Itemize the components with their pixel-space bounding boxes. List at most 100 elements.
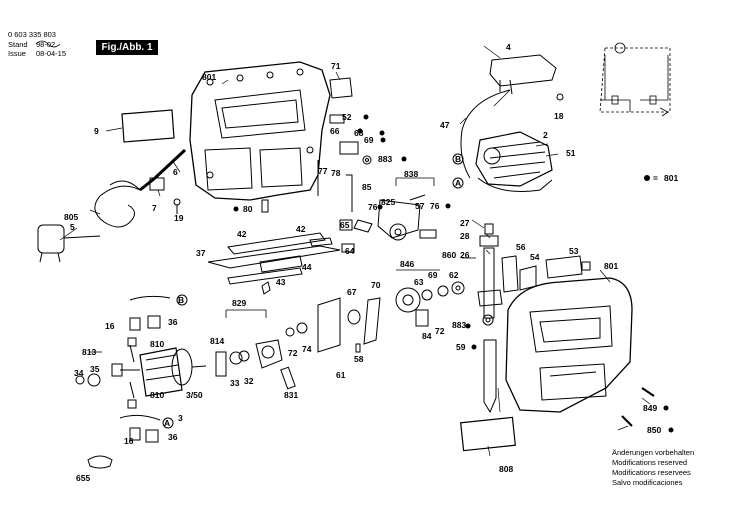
notes-block: Änderungen vorbehalten Modifications res… xyxy=(612,448,694,488)
brush-16-top xyxy=(129,317,141,331)
label-9: 9 xyxy=(94,126,99,136)
label-42b: 42 xyxy=(296,224,306,234)
figure-label: Fig./Abb. 1 xyxy=(96,40,158,55)
clip-655 xyxy=(87,455,113,469)
screw-18 xyxy=(556,93,564,101)
label-32: 32 xyxy=(244,376,254,386)
label-59: 59 xyxy=(456,342,466,352)
label-829: 829 xyxy=(232,298,246,308)
label-47: 47 xyxy=(440,120,450,130)
label-19: 19 xyxy=(174,213,184,223)
label-838: 838 xyxy=(404,169,418,179)
plate-61 xyxy=(317,297,341,353)
note-line: Modifications reservees xyxy=(612,468,691,477)
label-58: 58 xyxy=(354,354,364,364)
label-28: 28 xyxy=(460,231,470,241)
armature-3 xyxy=(111,347,207,397)
part-labels: 4 801 71 52 66 68 69 883 9 6 7 19 805 5 … xyxy=(64,42,678,483)
label-2: 2 xyxy=(543,130,548,140)
label-57: 57 xyxy=(415,201,425,211)
label-655: 655 xyxy=(76,473,90,483)
marker-b-left xyxy=(176,294,188,306)
gear-assembly-846 xyxy=(363,281,465,345)
label-a-left: A xyxy=(164,418,170,428)
part-53 xyxy=(545,255,583,279)
stand-label: Stand xyxy=(8,40,28,49)
cable-clamp xyxy=(149,177,165,191)
label-850: 850 xyxy=(647,425,661,435)
label-5: 5 xyxy=(70,222,75,232)
label-67: 67 xyxy=(347,287,357,297)
pin-58 xyxy=(355,343,361,353)
label-61: 61 xyxy=(336,370,346,380)
label-825: 825 xyxy=(381,197,395,207)
label-37: 37 xyxy=(196,248,206,258)
label-65: 65 xyxy=(340,220,350,230)
plunger-26 xyxy=(477,223,503,326)
label-76b: 76 xyxy=(430,201,440,211)
label-16a: 16 xyxy=(105,321,115,331)
label-85: 85 xyxy=(362,182,372,192)
label-846: 846 xyxy=(400,259,414,269)
label-810b: 810 xyxy=(150,390,164,400)
label-plate-808 xyxy=(460,416,516,452)
label-69b: 69 xyxy=(428,270,438,280)
motor-stator-51 xyxy=(475,131,553,187)
bearing-group-814 xyxy=(215,322,308,377)
label-76a: 76 xyxy=(368,202,378,212)
pin-80 xyxy=(261,199,269,213)
housing-half-left xyxy=(189,61,331,201)
wire-a xyxy=(119,414,161,421)
label-18: 18 xyxy=(554,111,564,121)
motor-wire xyxy=(460,89,511,179)
label-a-top: A xyxy=(455,178,461,188)
label-74: 74 xyxy=(302,344,312,354)
label-16b: 16 xyxy=(124,436,134,446)
label-44: 44 xyxy=(302,262,312,272)
label-66: 66 xyxy=(330,126,340,136)
label-77: 77 xyxy=(318,166,328,176)
label-7: 7 xyxy=(152,203,157,213)
rod-85 xyxy=(346,174,353,212)
label-56: 56 xyxy=(516,242,526,252)
part-64 xyxy=(341,243,355,253)
group-brackets xyxy=(90,177,476,353)
washer-67 xyxy=(347,309,361,325)
wire-b xyxy=(129,295,171,301)
brush-16-bottom xyxy=(129,427,141,441)
legend-part: 801 xyxy=(664,173,678,183)
label-62: 62 xyxy=(449,270,459,280)
label-72b: 72 xyxy=(435,326,445,336)
brush-wire xyxy=(477,177,553,192)
label-808: 808 xyxy=(499,464,513,474)
brush-holder-bottom xyxy=(129,381,135,399)
part-52 xyxy=(329,114,345,124)
label-72a: 72 xyxy=(288,348,298,358)
stand-value: 98-02 xyxy=(36,40,56,49)
saw-blade xyxy=(483,339,497,414)
part-69 xyxy=(339,141,359,155)
housing-half-right xyxy=(505,277,633,413)
base-plate-37 xyxy=(207,232,341,295)
label-42a: 42 xyxy=(237,229,247,239)
marker-a-left xyxy=(162,417,174,429)
screw-19 xyxy=(173,198,181,206)
label-883a: 883 xyxy=(378,154,392,164)
label-84: 84 xyxy=(422,331,432,341)
label-814: 814 xyxy=(210,336,224,346)
label-849: 849 xyxy=(643,403,657,413)
wiring-schematic xyxy=(599,42,671,117)
brush-holder-top xyxy=(129,344,135,363)
bearing-35 xyxy=(87,373,101,387)
label-4: 4 xyxy=(506,42,511,52)
bullet-marks xyxy=(233,114,674,433)
legend-equals: = xyxy=(653,173,658,183)
label-810a: 810 xyxy=(150,339,164,349)
label-68: 68 xyxy=(354,128,364,138)
screw-850 xyxy=(621,415,633,427)
cap-36-bottom xyxy=(145,429,159,443)
lever-assembly-838 xyxy=(353,194,437,241)
part-65 xyxy=(339,219,353,231)
cap-36-top xyxy=(147,315,161,329)
leader-lines xyxy=(59,45,651,457)
